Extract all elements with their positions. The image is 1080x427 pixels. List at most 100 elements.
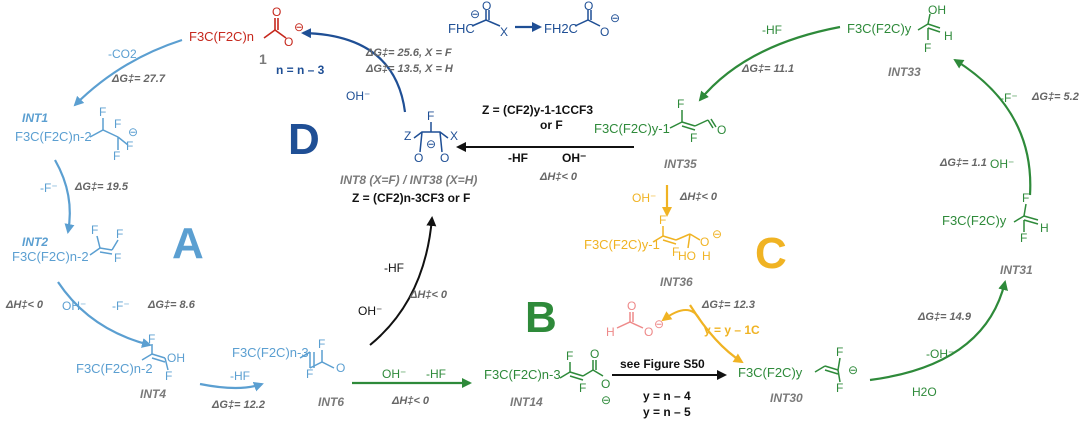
int2-f-2: F xyxy=(116,227,124,241)
reagent-oh-b: OH⁻ xyxy=(382,367,407,381)
int8-x: X xyxy=(450,129,459,143)
int36-formula: F3C(F2C)y-1 xyxy=(584,237,660,252)
energy-14-9: ΔG‡= 14.9 xyxy=(918,311,971,323)
label-int14: INT14 xyxy=(510,395,543,409)
int6-o: O xyxy=(336,361,346,375)
int31-f-1: F xyxy=(1022,191,1030,205)
int6-f-2: F xyxy=(306,367,314,381)
fh2c-formula: FH2C xyxy=(544,21,578,36)
label-y-n-5: y = n – 5 xyxy=(643,405,691,419)
int30-formula: F3C(F2C)y xyxy=(738,365,803,380)
energy-h-less-0-6: ΔH‡< 0 xyxy=(410,289,448,301)
int14-f-1: F xyxy=(566,349,574,363)
reagent-hf-b: -HF xyxy=(426,367,446,381)
fhc-x: X xyxy=(500,25,509,39)
bonds-int8 xyxy=(413,122,449,153)
label-int4: INT4 xyxy=(140,387,167,401)
int33-f: F xyxy=(924,41,932,55)
energy-h-less-0-c: ΔH‡< 0 xyxy=(680,191,718,203)
arrow-int1-to-int2 xyxy=(54,159,75,234)
energy-h-less-0-a: ΔH‡< 0 xyxy=(6,299,44,311)
int31-f-2: F xyxy=(1020,231,1028,245)
int1-f-1: F xyxy=(99,105,107,119)
energy-27-7: ΔG‡= 27.7 xyxy=(112,73,165,85)
label-see-figure: see Figure S50 xyxy=(620,357,705,371)
label-y-update: y = y – 1C xyxy=(704,323,760,337)
label-int30: INT30 xyxy=(770,391,803,405)
section-label-a: A xyxy=(172,219,204,268)
int36-f-2: F xyxy=(672,245,680,259)
formate-o-1: O xyxy=(627,299,637,313)
label-int6: INT6 xyxy=(318,395,345,409)
compound-1-charge: ⊖ xyxy=(294,20,305,34)
int8-z: Z xyxy=(404,129,412,143)
reagent-oh-31: OH⁻ xyxy=(990,157,1015,171)
energy-12-2: ΔG‡= 12.2 xyxy=(212,399,265,411)
int30-f-2: F xyxy=(836,381,844,395)
int2-f-1: F xyxy=(91,223,99,237)
int35-formula: F3C(F2C)y-1 xyxy=(594,121,670,136)
int8-o-2: O xyxy=(440,151,450,165)
bonds-compound-1 xyxy=(263,18,287,39)
label-int35: INT35 xyxy=(664,157,697,171)
label-n-update: n = n – 3 xyxy=(276,63,325,77)
label-int33: INT33 xyxy=(888,65,921,79)
compound-1-o-bottom: O xyxy=(284,35,294,49)
arrow-1-to-int1 xyxy=(73,38,183,107)
int36-charge: ⊖ xyxy=(712,227,723,241)
arrow-int30-to-int31 xyxy=(869,280,1008,382)
formate-o-2: O xyxy=(644,325,654,339)
reagent-minus-f-1: -F⁻ xyxy=(40,181,58,195)
section-label-c: C xyxy=(755,229,787,278)
label-int31: INT31 xyxy=(1000,263,1033,277)
bonds-int14 xyxy=(559,360,604,381)
arrow-int31-to-int33 xyxy=(953,58,1032,196)
int31-formula: F3C(F2C)y xyxy=(942,213,1007,228)
arrow-int6-to-int8 xyxy=(369,216,437,346)
int30-f-1: F xyxy=(836,345,844,359)
int14-f-2: F xyxy=(579,381,587,395)
reagent-hf-a: -HF xyxy=(230,369,250,383)
arrow-int36-to-formate xyxy=(661,309,701,322)
int8-charge: ⊖ xyxy=(426,137,437,151)
int1-f-3: F xyxy=(113,149,121,163)
int6-f-1: F xyxy=(318,337,326,351)
bonds-fhc xyxy=(471,10,501,27)
reagent-minus-f-2: -F⁻ xyxy=(112,299,130,313)
energy-25-6: ΔG‡= 25.6, X = F xyxy=(366,47,452,59)
bonds-int2 xyxy=(89,235,119,256)
int33-formula: F3C(F2C)y xyxy=(847,21,912,36)
energy-13-5: ΔG‡= 13.5, X = H xyxy=(366,63,453,75)
int36-f-1: F xyxy=(659,213,667,227)
fh2c-o-2: O xyxy=(600,25,610,39)
reagent-minus-f-33: -F⁻ xyxy=(1000,91,1018,105)
int1-formula: F3C(F2C)n-2 xyxy=(15,129,92,144)
label-z-int8: Z = (CF2)n-3CF3 or F xyxy=(352,191,471,205)
reagent-hf-6: -HF xyxy=(384,261,404,275)
bonds-fh2c xyxy=(574,10,601,27)
arrow-int33-to-int35 xyxy=(698,25,841,102)
int4-f-2: F xyxy=(165,369,173,383)
label-int2: INT2 xyxy=(22,235,49,249)
label-y-n-4: y = n – 4 xyxy=(643,389,691,403)
int14-o-top: O xyxy=(590,347,600,361)
int36-o: O xyxy=(700,235,710,249)
label-z-int35: Z = (CF2)y-1-1CCF3 xyxy=(482,103,594,117)
int1-f-4: F xyxy=(126,139,134,153)
int14-formula: F3C(F2C)n-3 xyxy=(484,367,561,382)
int35-f-1: F xyxy=(677,97,685,111)
bonds-int36 xyxy=(652,226,701,249)
fh2c-o-1: O xyxy=(584,0,594,13)
energy-h-less-0-b: ΔH‡< 0 xyxy=(392,395,430,407)
energy-1-1: ΔG‡= 1.1 xyxy=(940,157,987,169)
section-label-d: D xyxy=(288,115,320,164)
compound-1-formula: F3C(F2C)n xyxy=(189,29,255,44)
reagent-oh-35: OH⁻ xyxy=(562,151,587,165)
compound-1-number: 1 xyxy=(259,51,267,67)
bonds-formate xyxy=(616,312,644,329)
int30-charge: ⊖ xyxy=(848,363,859,377)
bonds-int4 xyxy=(141,344,169,371)
int33-h: H xyxy=(944,29,953,43)
energy-5-2: ΔG‡= 5.2 xyxy=(1032,91,1079,103)
reagent-oh-c: OH⁻ xyxy=(632,191,657,205)
